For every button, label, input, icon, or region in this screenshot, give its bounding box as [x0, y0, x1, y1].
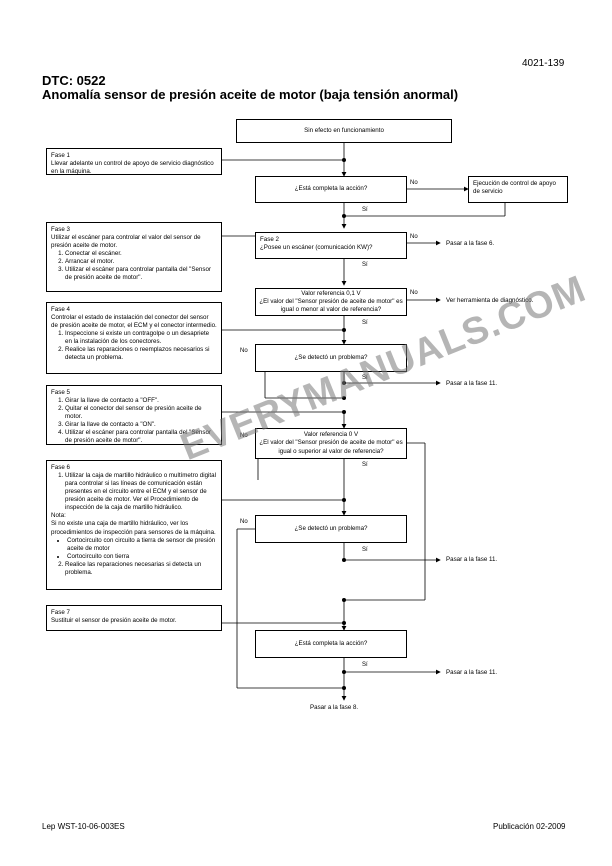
- phase-title: Fase 6: [51, 464, 70, 471]
- yes-label: Sí: [362, 375, 368, 381]
- phase-5-box: Fase 5 Girar la llave de contacto a "OFF…: [46, 385, 222, 445]
- reference-value-label: Valor referencia 0,1 V: [301, 289, 361, 297]
- phase-step: Girar la llave de contacto a "ON".: [65, 421, 217, 429]
- decision-scanner: Fase 2 ¿Posee un escáner (comunicación K…: [255, 232, 407, 259]
- service-support-label: Ejecución de control de apoyo de servici…: [473, 180, 556, 196]
- decision-action-complete-1: ¿Está completa la acción?: [255, 176, 407, 203]
- phase-step: Utilizar el escáner para controlar panta…: [65, 429, 217, 445]
- yes-label: Sí: [362, 662, 368, 668]
- decision-problem-detected-1: ¿Se detectó un problema?: [255, 344, 407, 372]
- decision-label: ¿Posee un escáner (comunicación KW)?: [260, 244, 373, 252]
- note-text: Si no existe una caja de martillo hidráu…: [51, 520, 216, 536]
- flow-start-box: Sin efecto en funcionamiento: [236, 119, 452, 143]
- phase-step: Realice las reparaciones necesarias si d…: [65, 561, 217, 577]
- no-label: No: [240, 348, 248, 354]
- phase-text: Sustituir el sensor de presión aceite de…: [51, 617, 177, 625]
- yes-label: Sí: [362, 320, 368, 326]
- decision-reference-0-1v: Valor referencia 0,1 V ¿El valor del "Se…: [255, 288, 407, 316]
- page-title: Anomalía sensor de presión aceite de mot…: [42, 87, 459, 102]
- phase-1-box: Fase 1 Llevar adelante un control de apo…: [46, 148, 222, 175]
- goto-phase-6: Pasar a la fase 6.: [446, 240, 495, 247]
- flow-start-label: Sin efecto en funcionamiento: [304, 126, 384, 134]
- phase-title: Fase 5: [51, 389, 70, 396]
- footer-left: Lep WST-10-06-003ES: [42, 822, 125, 831]
- phase-2-title: Fase 2: [260, 236, 279, 243]
- no-label: No: [240, 519, 248, 525]
- phase-title: Fase 3: [51, 226, 70, 233]
- decision-label: ¿Está completa la acción?: [294, 185, 368, 193]
- decision-label: ¿Se detectó un problema?: [294, 353, 368, 361]
- phase-step: Utilizar la caja de martillo hidráulico …: [65, 472, 217, 512]
- phase-step: Inspeccione si existe un contragolpe o u…: [65, 330, 217, 346]
- phase-text: Controlar el estado de instalación del c…: [51, 314, 217, 330]
- service-support-box: Ejecución de control de apoyo de servici…: [468, 176, 568, 203]
- decision-reference-0v: Valor referencia 0 V ¿El valor del "Sens…: [255, 428, 407, 459]
- decision-problem-detected-2: ¿Se detectó un problema?: [255, 515, 407, 543]
- phase-title: Fase 7: [51, 609, 70, 616]
- decision-action-complete-2: ¿Está completa la acción?: [255, 630, 407, 658]
- yes-label: Sí: [362, 547, 368, 553]
- no-label: No: [410, 234, 418, 240]
- phase-6-box: Fase 6 Utilizar la caja de martillo hidr…: [46, 460, 222, 590]
- phase-step: Utilizar el escáner para controlar panta…: [65, 266, 217, 282]
- phase-3-box: Fase 3 Utilizar el escáner para controla…: [46, 222, 222, 292]
- decision-label: ¿El valor del "Sensor presión de aceite …: [259, 439, 403, 455]
- phase-step: Girar la llave de contacto a "OFF".: [65, 397, 217, 405]
- no-label: No: [240, 433, 248, 439]
- phase-step: Conectar el escáner.: [65, 250, 217, 258]
- note-bullet: Cortocircuito con circuito a tierra de s…: [67, 537, 217, 553]
- note-bullet: Cortocircuito con tierra: [67, 553, 217, 561]
- phase-step: Realice las reparaciones o reemplazos ne…: [65, 346, 217, 362]
- no-label: No: [410, 180, 418, 186]
- goto-phase-11: Pasar a la fase 11.: [446, 669, 498, 676]
- decision-label: ¿Se detectó un problema?: [294, 524, 368, 532]
- phase-4-box: Fase 4 Controlar el estado de instalació…: [46, 302, 222, 374]
- footer-right: Publicación 02-2009: [493, 822, 566, 831]
- phase-step: Arrancar el motor.: [65, 258, 217, 266]
- dtc-code: DTC: 0522: [42, 73, 106, 88]
- phase-step: Quitar el conector del sensor de presión…: [65, 405, 217, 421]
- phase-title: Fase 1: [51, 152, 70, 159]
- yes-label: Sí: [362, 262, 368, 268]
- goto-phase-11: Pasar a la fase 11.: [446, 556, 498, 563]
- phase-text: Llevar adelante un control de apoyo de s…: [51, 160, 214, 176]
- reference-value-label: Valor referencia 0 V: [303, 431, 359, 439]
- note-title: Nota:: [51, 512, 66, 520]
- document-number: 4021-139: [522, 58, 565, 69]
- goto-phase-11: Pasar a la fase 11.: [446, 380, 498, 387]
- phase-7-box: Fase 7 Sustituir el sensor de presión ac…: [46, 605, 222, 631]
- phase-title: Fase 4: [51, 306, 70, 313]
- no-label: No: [410, 290, 418, 296]
- goto-phase-8: Pasar a la fase 8.: [310, 704, 359, 711]
- see-diagnostic-tool: Ver herramienta de diagnóstico.: [446, 297, 534, 304]
- yes-label: Sí: [362, 462, 368, 468]
- yes-label: Sí: [362, 207, 368, 213]
- phase-text: Utilizar el escáner para controlar el va…: [51, 234, 201, 250]
- decision-label: ¿El valor del "Sensor presión de aceite …: [259, 297, 403, 314]
- decision-label: ¿Está completa la acción?: [294, 639, 368, 647]
